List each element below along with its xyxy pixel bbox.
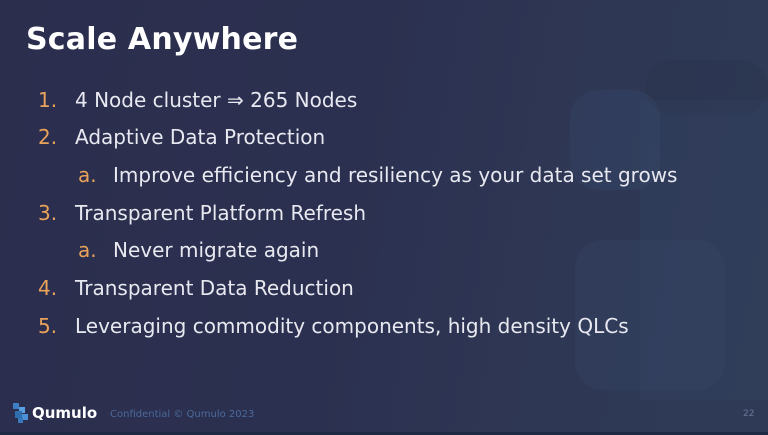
list-item-text: 4 Node cluster ⇒ 265 Nodes: [75, 88, 358, 112]
background-shape: [570, 90, 660, 190]
list-item-text: Adaptive Data Protection: [75, 125, 326, 149]
list-marker: 5.: [38, 314, 58, 338]
bottom-border: [0, 432, 768, 435]
list-marker: a.: [78, 163, 97, 187]
list-marker: 1.: [38, 88, 58, 112]
background-shape: [645, 60, 768, 115]
confidential-notice: Confidential © Qumulo 2023: [110, 409, 255, 420]
list-item-text: Never migrate again: [113, 238, 320, 262]
page-number: 22: [743, 409, 755, 419]
background-shape: [640, 100, 768, 400]
list-marker: 2.: [38, 125, 58, 149]
list-item-text: Transparent Data Reduction: [75, 276, 354, 300]
list-marker: 3.: [38, 201, 58, 225]
list-marker: 4.: [38, 276, 58, 300]
slide-title: Scale Anywhere: [26, 22, 299, 57]
list-item-text: Transparent Platform Refresh: [75, 201, 366, 225]
list-item-text: Leveraging commodity components, high de…: [75, 314, 629, 338]
list-marker: a.: [78, 238, 97, 262]
background-shape: [575, 240, 725, 390]
qumulo-logo-icon: [13, 403, 28, 423]
list-item-text: Improve efficiency and resiliency as you…: [113, 163, 678, 187]
brand-name: Qumulo: [32, 404, 98, 422]
